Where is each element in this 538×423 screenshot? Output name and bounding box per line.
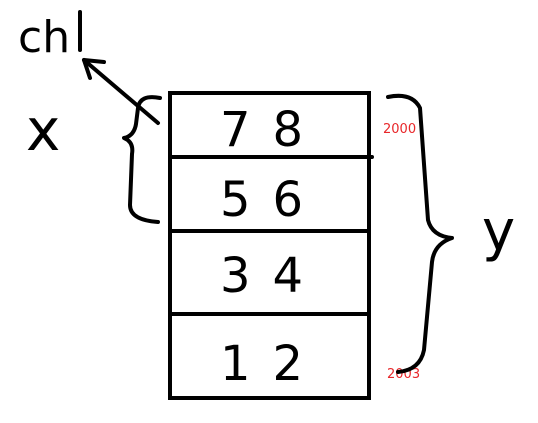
memory-box-outline (168, 91, 371, 400)
ch-arrow (82, 58, 160, 125)
address-top: 2000 (383, 122, 416, 137)
cell-value: 56 (220, 172, 325, 228)
y-brace (386, 93, 454, 374)
memory-box (168, 91, 374, 400)
x-brace (122, 95, 162, 224)
cell-value: 34 (220, 248, 325, 304)
address-bottom: 2003 (387, 367, 420, 382)
cell-value: 12 (220, 336, 325, 392)
label-x: x (26, 96, 60, 164)
label-y: y (482, 199, 515, 264)
cell-value: 78 (220, 102, 325, 158)
label-ch: ch (18, 12, 70, 63)
